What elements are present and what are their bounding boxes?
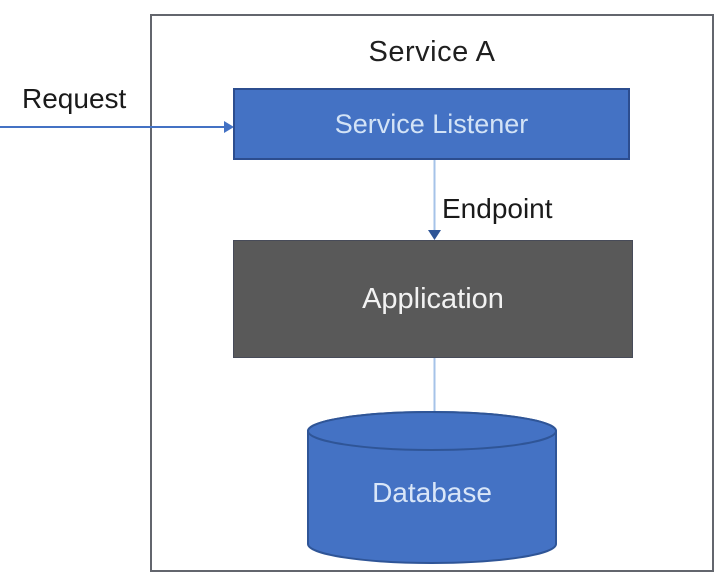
endpoint-label: Endpoint (442, 193, 553, 224)
service-listener-label: Service Listener (334, 108, 529, 139)
service-listener-node: Service Listener (233, 88, 630, 160)
service-a-title: Service A (368, 36, 496, 68)
application-label: Application (362, 282, 504, 315)
database-label: Database (372, 477, 492, 508)
request-label: Request (22, 83, 127, 114)
application-node: Application (233, 240, 633, 358)
